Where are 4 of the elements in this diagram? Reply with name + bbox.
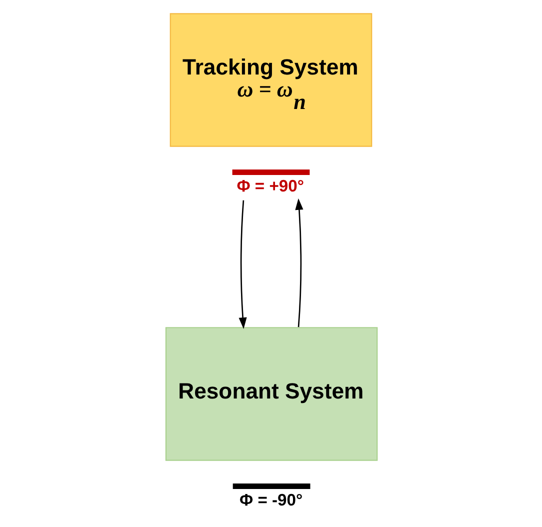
node-label: Φ = -90° (239, 490, 303, 510)
arrow (295, 198, 304, 328)
node-label: Φ = +90° (236, 176, 304, 196)
arrow (238, 200, 247, 330)
